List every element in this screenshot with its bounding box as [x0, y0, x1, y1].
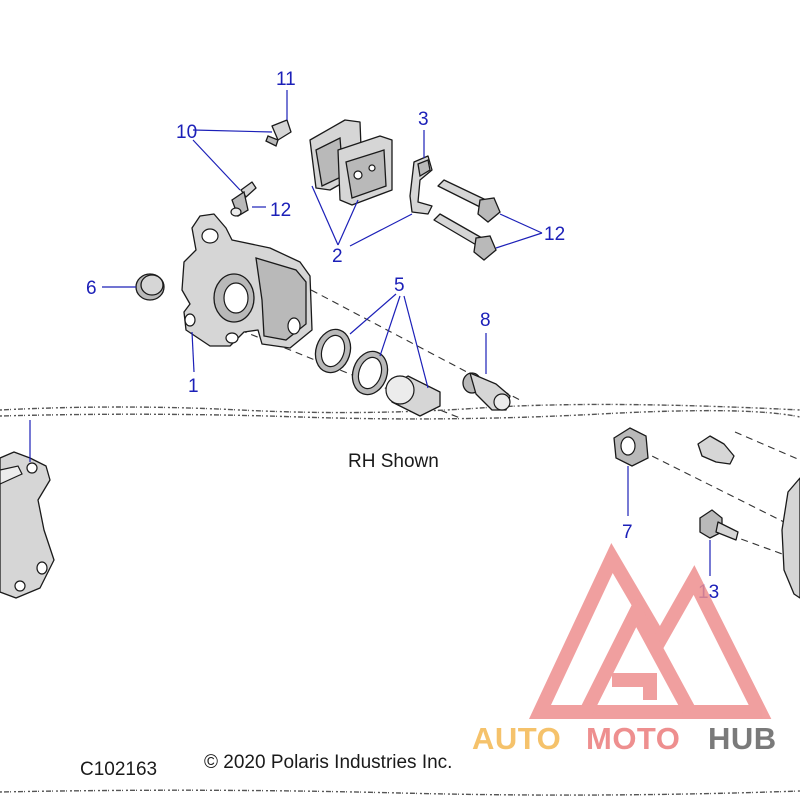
watermark-moto: MOTO [586, 721, 680, 756]
callout-10: 11 [276, 69, 296, 90]
automotohub-logo [529, 542, 772, 719]
callout-3: 3 [418, 109, 429, 130]
mount-bolt [697, 435, 735, 465]
callout-7: 7 [622, 522, 633, 543]
callout-8: 8 [480, 310, 491, 331]
bleeder-cap [265, 119, 292, 147]
bushing-bolt [462, 372, 511, 411]
pad-clip [409, 155, 433, 215]
callout-6: 6 [86, 278, 97, 299]
assembly-line [619, 439, 800, 531]
watermark-auto: AUTO [472, 721, 561, 756]
mount-bolt-13 [699, 509, 739, 541]
rotor-edge [781, 477, 800, 599]
copyright: © 2020 Polaris Industries Inc. [204, 752, 452, 773]
assembly-line [734, 431, 800, 461]
caliper-pins [433, 179, 501, 261]
callout-1: 1 [188, 376, 199, 397]
bleeder-screw [230, 181, 257, 217]
break-line [0, 409, 800, 420]
mount-bracket [0, 451, 55, 599]
brake-pads [309, 119, 393, 206]
caliper-body [181, 213, 313, 349]
figure-id: C102163 [80, 759, 157, 780]
callout-11: 12 [270, 200, 291, 221]
seals-piston [314, 328, 441, 417]
assembly-line [729, 534, 786, 556]
callout-2: 2 [332, 246, 343, 267]
callout-12: 12 [544, 224, 565, 245]
watermark-hub: HUB [708, 721, 777, 756]
view-label: RH Shown [348, 451, 439, 472]
callout-5: 5 [394, 275, 405, 296]
break-line [0, 789, 800, 796]
callout-9: 10 [176, 122, 197, 143]
caliper-cap [135, 273, 165, 301]
bushing [613, 427, 649, 467]
